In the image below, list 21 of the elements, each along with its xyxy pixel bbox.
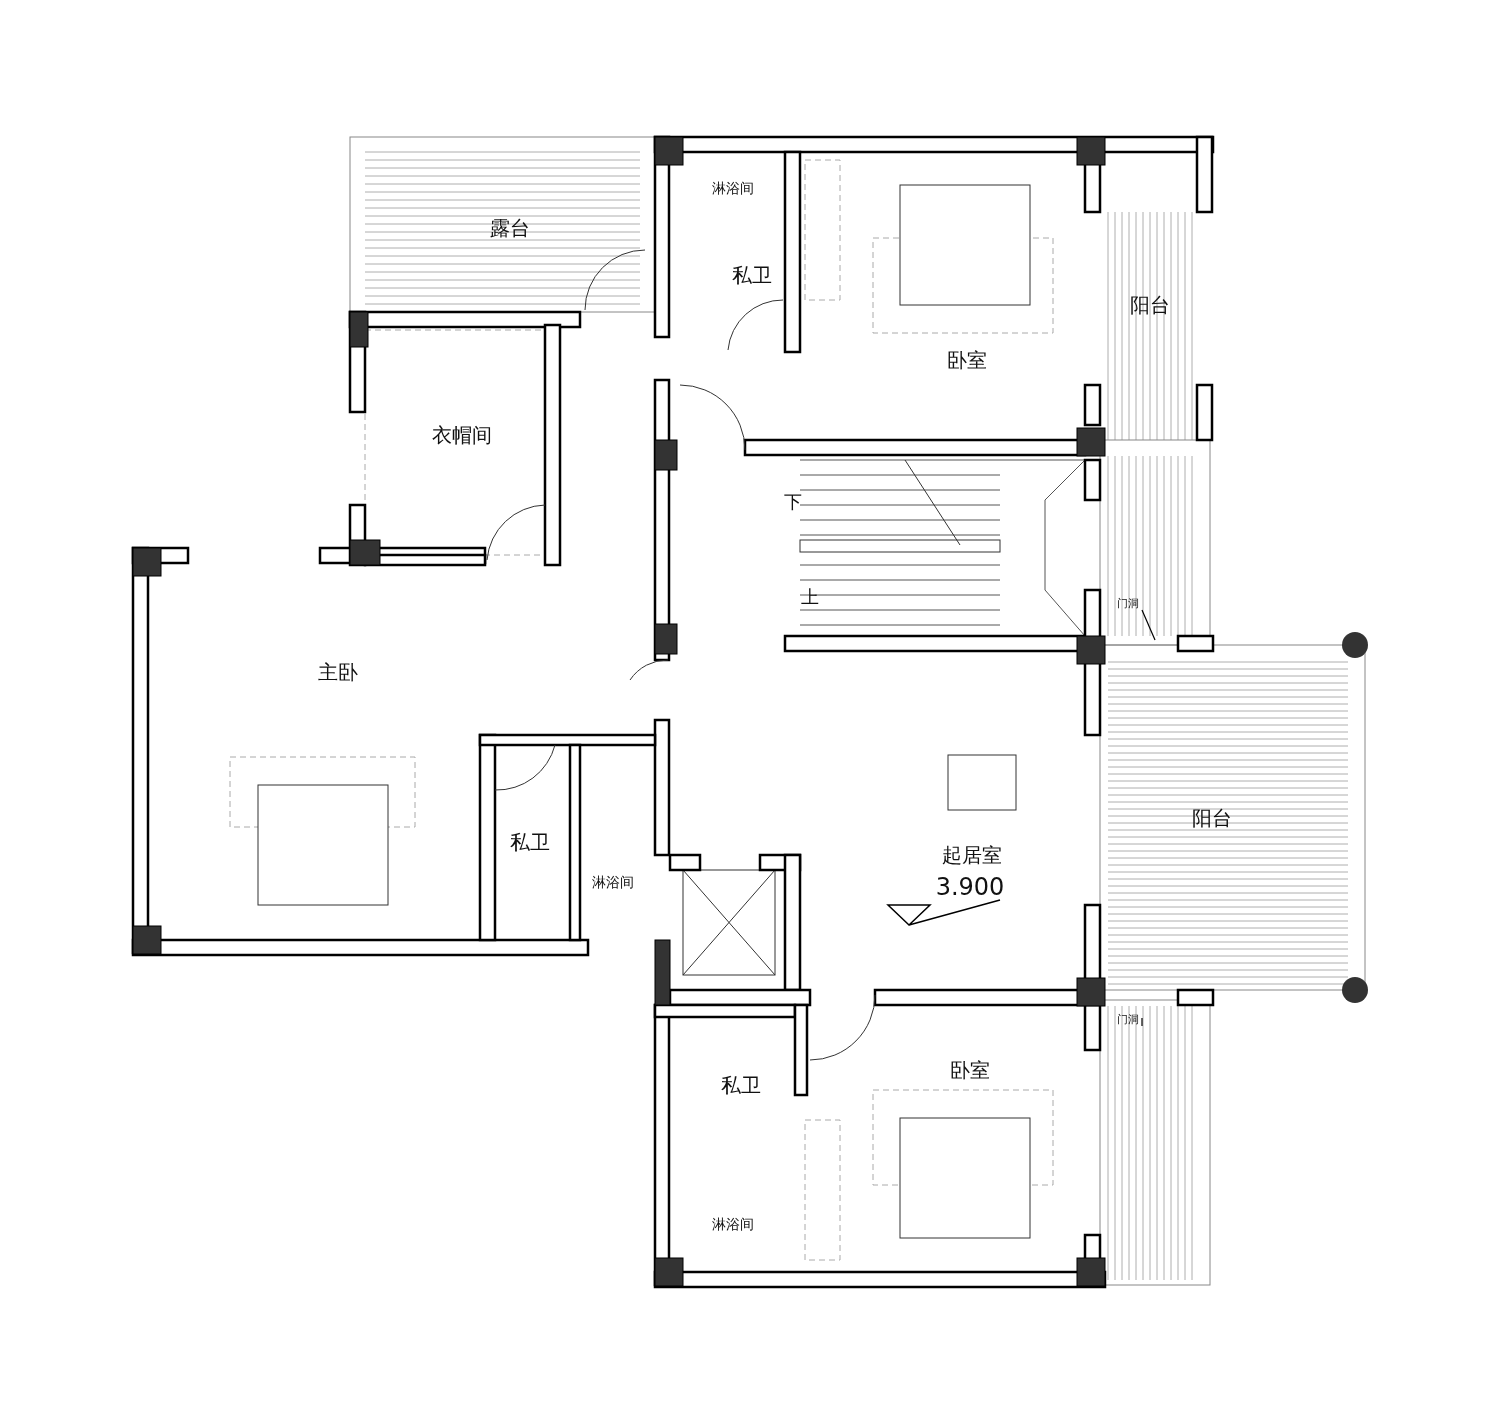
- stair-direction-label: 上: [801, 588, 819, 606]
- leader-line: [1141, 609, 1156, 641]
- room-label: 淋浴间: [712, 181, 754, 195]
- room-label: 私卫: [721, 1075, 761, 1095]
- room-label: 私卫: [510, 832, 550, 852]
- room-label: 主卧: [318, 662, 358, 682]
- door-opening-label: 门洞: [1117, 1013, 1139, 1025]
- room-label: 阳台: [1192, 808, 1232, 828]
- room-label: 阳台: [1130, 295, 1170, 315]
- stair-direction-label: 下: [784, 493, 802, 511]
- room-label: 起居室: [942, 845, 1002, 865]
- room-label: 衣帽间: [432, 425, 492, 445]
- room-label: 私卫: [732, 265, 772, 285]
- door-opening-label: 门洞: [1117, 597, 1139, 609]
- leader-line: [1141, 1017, 1143, 1027]
- elevation-label: 3.900: [935, 875, 1005, 899]
- room-label: 卧室: [947, 350, 987, 370]
- room-label: 露台: [490, 218, 530, 238]
- room-label: 淋浴间: [592, 875, 634, 889]
- room-label: 卧室: [950, 1060, 990, 1080]
- room-label: 淋浴间: [712, 1217, 754, 1231]
